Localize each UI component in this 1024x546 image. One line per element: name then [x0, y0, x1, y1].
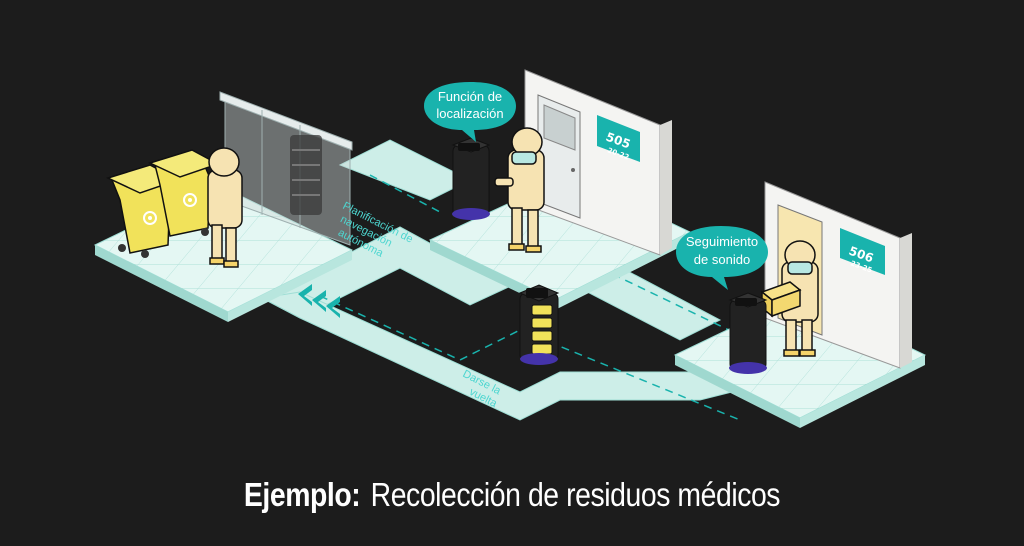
caption: Ejemplo:Recolección de residuos médicos — [72, 476, 953, 514]
worker-protective-suit-506 — [760, 240, 819, 357]
bubble-sound-line2: de sonido — [694, 252, 750, 267]
bubble-sound-tracking: Seguimiento de sonido — [676, 226, 768, 290]
bubble-sound-line1: Seguimiento — [686, 234, 758, 249]
caption-title: Recolección de residuos médicos — [370, 476, 781, 513]
caption-prefix: Ejemplo: — [243, 476, 361, 513]
loaded-bins — [531, 304, 553, 355]
worker-protective-suit-505 — [494, 127, 545, 253]
delivery-robot-corridor — [518, 284, 560, 365]
bubble-localization: Función de localización — [424, 82, 516, 142]
bubble-localization-line2: localización — [436, 106, 503, 121]
navigation-path — [260, 139, 762, 421]
worker-protective-suit-left — [207, 147, 243, 268]
biohazard-icon — [183, 193, 197, 207]
biohazard-icon — [143, 211, 157, 225]
glass-door — [219, 91, 353, 246]
bubble-localization-line1: Función de — [438, 89, 502, 104]
chevron-left-icon — [298, 284, 340, 318]
delivery-robot-506 — [728, 292, 768, 374]
room-505: 505 20-22 — [428, 69, 692, 310]
delivery-robot-505 — [451, 137, 491, 220]
